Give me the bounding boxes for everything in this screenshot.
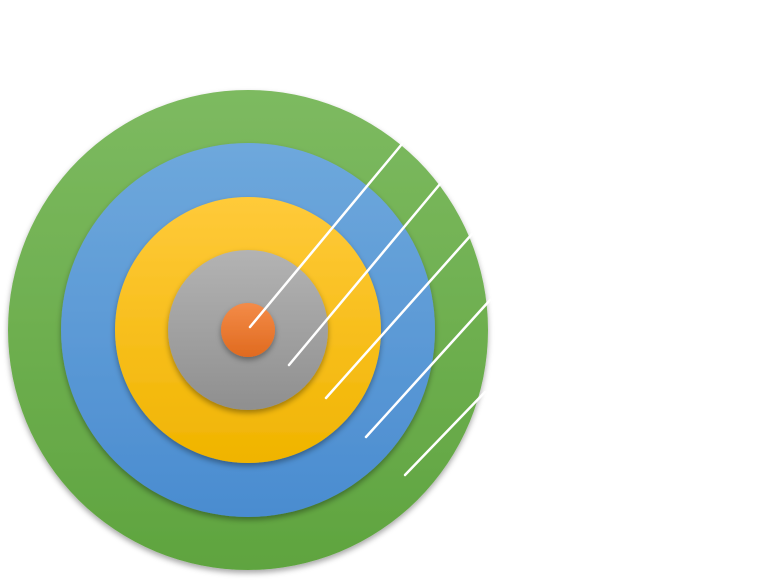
bullseye: [221, 303, 275, 357]
leader-line-bullseye: [248, 142, 404, 329]
leader-line-outer-ring: [403, 390, 487, 477]
leader-line-second-ring: [364, 298, 492, 439]
leader-line-third-ring: [324, 232, 474, 400]
leader-lines: [248, 142, 492, 477]
leader-line-fourth-ring: [287, 182, 442, 367]
